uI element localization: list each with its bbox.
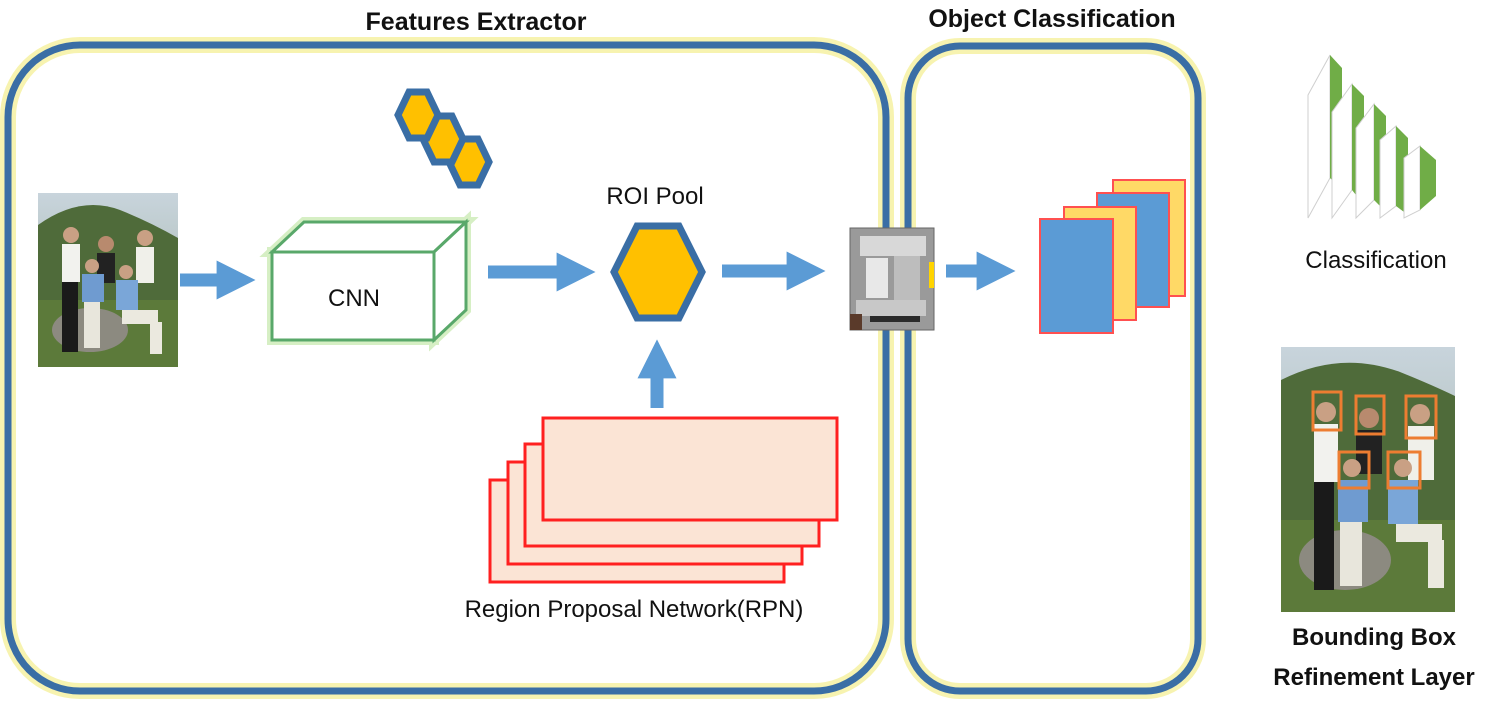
bounding-box	[1311, 390, 1343, 432]
classification-layers-icon	[1307, 54, 1436, 220]
bounding-box	[1404, 394, 1438, 440]
features-extractor-title: Features Extractor	[366, 8, 587, 36]
bounding-box	[1386, 450, 1422, 490]
anchor-hexagons-icon	[394, 88, 493, 189]
cnn-label: CNN	[328, 285, 380, 312]
rpn-label: Region Proposal Network(RPN)	[465, 596, 804, 623]
bbox-label-line2: Refinement Layer	[1273, 664, 1474, 691]
cnn-block: CNN	[259, 210, 479, 352]
object-classification-panel	[900, 38, 1206, 699]
classifier-feature-cards	[1039, 179, 1186, 334]
detection-photo-icon	[1281, 347, 1455, 612]
input-photo-icon	[38, 193, 178, 367]
flow-arrows	[180, 251, 1016, 408]
classification-label: Classification	[1305, 247, 1446, 274]
roi-pool-hexagon-icon	[610, 222, 706, 322]
bounding-box	[1337, 450, 1371, 490]
roi-pool-label: ROI Pool	[606, 183, 703, 210]
rpn-stack: Region Proposal Network(RPN)	[465, 416, 839, 623]
bbox-label-line1: Bounding Box	[1292, 624, 1457, 651]
features-extractor-panel	[0, 37, 894, 699]
bounding-box	[1354, 394, 1386, 436]
object-classification-title: Object Classification	[928, 5, 1175, 33]
feature-map-icon	[849, 227, 935, 331]
roi-pool-node: ROI Pool	[606, 183, 706, 322]
